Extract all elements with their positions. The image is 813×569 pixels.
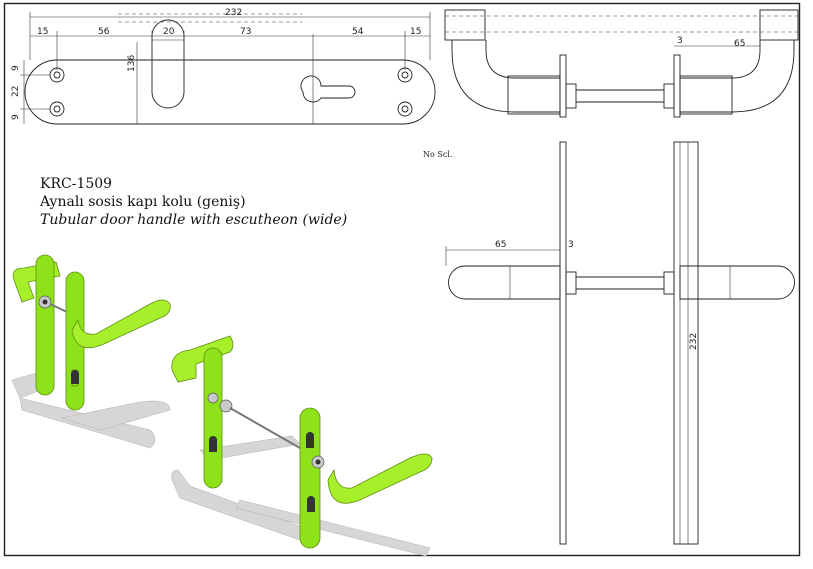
dim-22: 22 [11, 86, 21, 97]
sheet-border [3, 2, 801, 557]
dim-136: 136 [127, 55, 137, 72]
dim-top-3: 3 [677, 36, 683, 46]
title-block: KRC-1509 Aynalı sosis kapı kolu (geniş) … [39, 176, 347, 228]
dim-side-3: 3 [568, 240, 574, 250]
dim-9-bottom: 9 [11, 114, 21, 120]
dim-side-65: 65 [495, 240, 506, 250]
dim-56: 56 [98, 27, 110, 37]
top-view: 3 65 [444, 9, 799, 118]
product-name-en: Tubular door handle with escutheon (wide… [40, 212, 347, 228]
product-name-tr: Aynalı sosis kapı kolu (geniş) [39, 194, 246, 210]
side-view: 65 3 232 [445, 141, 795, 545]
scale-note: No Scl. [423, 150, 452, 159]
dim-54: 54 [352, 27, 364, 37]
dim-9-top: 9 [11, 65, 21, 71]
dim-15-right: 15 [410, 27, 421, 37]
front-view-dimensions: 232 15 56 20 73 54 15 136 9 22 9 [11, 8, 431, 124]
dim-overall-width: 232 [225, 8, 242, 18]
product-code: KRC-1509 [40, 176, 112, 192]
dim-73: 73 [240, 27, 251, 37]
dim-15-left: 15 [37, 27, 48, 37]
render-illustration [11, 254, 433, 557]
dim-top-65: 65 [734, 39, 745, 49]
dim-side-232: 232 [689, 333, 699, 350]
dim-20: 20 [163, 27, 175, 37]
front-view-escutcheon [24, 13, 436, 125]
